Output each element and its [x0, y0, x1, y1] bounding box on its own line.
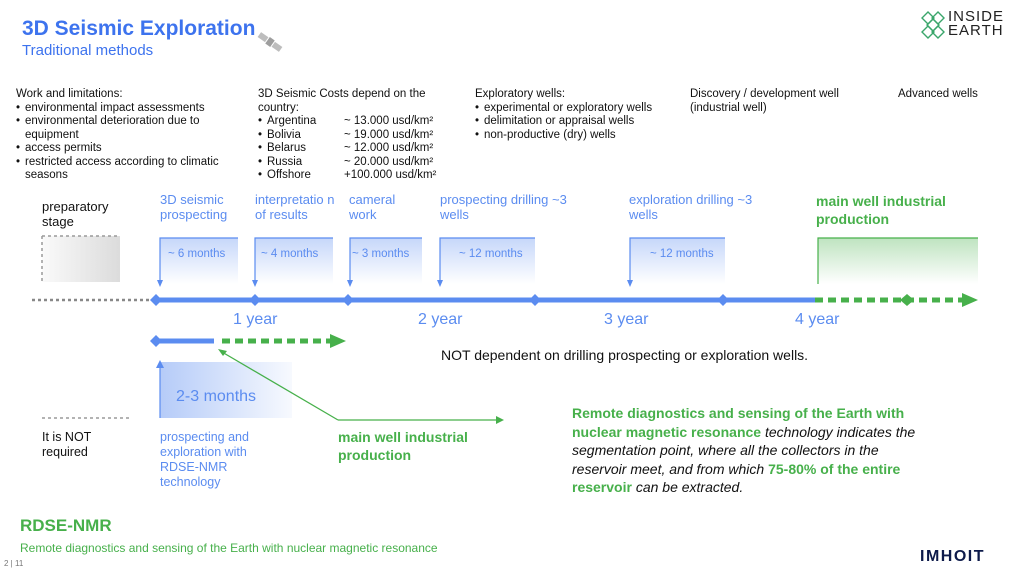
- satellite-icon: [257, 32, 283, 52]
- cost-row: Belarus~ 12.000 usd/km²: [258, 142, 458, 156]
- not-dependent-note: NOT dependent on drilling prospecting or…: [441, 347, 809, 363]
- exploratory-wells: Exploratory wells: experimental or explo…: [475, 88, 665, 142]
- main-well-pointer: [218, 349, 504, 424]
- milestone-marker: [342, 294, 354, 306]
- stage-main-well: main well industrial production: [816, 193, 946, 227]
- footer-title: RDSE-NMR: [20, 516, 112, 535]
- cost-row: Russia~ 20.000 usd/km²: [258, 156, 458, 170]
- seismic-costs: 3D Seismic Costs depend on the country: …: [258, 88, 458, 183]
- work-item: access permits: [16, 142, 246, 156]
- page-number: 2 | 11: [4, 559, 24, 568]
- not-required-label: It is NOT required: [42, 430, 92, 459]
- work-item: environmental impact assessments: [16, 102, 246, 116]
- duration-label: ~ 12 months: [650, 248, 714, 260]
- duration-bracket-1: [157, 237, 238, 287]
- rdse-marker: [150, 335, 162, 347]
- remote-tail: can be extracted.: [631, 479, 744, 495]
- cost-row: Offshore+100.000 usd/km²: [258, 169, 458, 183]
- stage-exploration-drilling: exploration drilling ~3 wells: [629, 192, 753, 222]
- timeline-arrow-head: [962, 293, 978, 307]
- inside-earth-logo-icon: [921, 11, 945, 39]
- milestone-marker-green: [900, 294, 914, 306]
- duration-label: ~ 3 months: [352, 248, 410, 260]
- months-bracket: [156, 360, 292, 418]
- wells-item: experimental or exploratory wells: [475, 102, 665, 116]
- work-item: environmental deterioration due to equip…: [16, 115, 246, 142]
- year-label: 1 year: [233, 311, 278, 328]
- remote-percent: 75-80% of the entire reservoir: [572, 460, 901, 496]
- advanced-wells: Advanced wells: [898, 88, 978, 100]
- duration-bracket-3: [347, 237, 422, 287]
- duration-label: ~ 12 months: [459, 248, 523, 260]
- brand-logo: IMHOIT: [920, 548, 985, 565]
- milestone-marker: [529, 294, 541, 306]
- year-label: 4 year: [795, 311, 840, 328]
- costs-heading: 3D Seismic Costs depend on the country:: [258, 88, 426, 114]
- lower-main-well-label: main well industrial production: [338, 429, 468, 463]
- remote-mid: technology indicates the segmentation po…: [572, 423, 916, 477]
- duration-bracket-2: [252, 237, 333, 287]
- main-well-bracket: [817, 237, 978, 284]
- page-title: 3D Seismic Exploration: [22, 17, 256, 40]
- milestone-marker: [249, 294, 261, 306]
- preparatory-area: [41, 235, 120, 282]
- wells-item: non-productive (dry) wells: [475, 129, 665, 143]
- duration-label: ~ 6 months: [168, 248, 226, 260]
- stage-prospecting-drilling: prospecting drilling ~3 wells: [440, 192, 567, 222]
- work-item: restricted access according to climatic …: [16, 156, 246, 183]
- rdse-arrow-head: [330, 334, 346, 348]
- year-label: 3 year: [604, 311, 649, 328]
- year-label: 2 year: [418, 311, 463, 328]
- wells-heading: Exploratory wells:: [475, 88, 566, 100]
- wells-item: delimitation or appraisal wells: [475, 115, 665, 129]
- work-limitations: Work and limitations: environmental impa…: [16, 88, 246, 183]
- cost-row: Argentina~ 13.000 usd/km²: [258, 115, 458, 129]
- duration-bracket-5: [627, 237, 725, 287]
- work-heading: Work and limitations:: [16, 88, 123, 100]
- discovery-well: Discovery / development well (industrial…: [690, 88, 839, 114]
- months-label: 2-3 months: [176, 388, 257, 405]
- milestone-marker: [150, 294, 162, 306]
- remote-lead: Remote diagnostics and sensing of the Ea…: [572, 405, 905, 440]
- page-subtitle: Traditional methods: [22, 42, 154, 59]
- stage-cameral: cameral work: [349, 192, 396, 222]
- milestone-marker: [717, 294, 729, 306]
- stage-preparatory: preparatory stage: [42, 199, 109, 229]
- footer-subtitle: Remote diagnostics and sensing of the Ea…: [20, 541, 438, 555]
- stage-interpretation: interpretatio n of results: [255, 192, 335, 222]
- stage-seismic: 3D seismic prospecting: [160, 192, 228, 222]
- rdse-method-label: prospecting and exploration with RDSE-NM…: [160, 430, 249, 489]
- remote-diagnostics-text: Remote diagnostics and sensing of the Ea…: [572, 404, 922, 497]
- cost-row: Bolivia~ 19.000 usd/km²: [258, 129, 458, 143]
- duration-label: ~ 4 months: [261, 248, 319, 260]
- duration-bracket-4: [437, 237, 535, 287]
